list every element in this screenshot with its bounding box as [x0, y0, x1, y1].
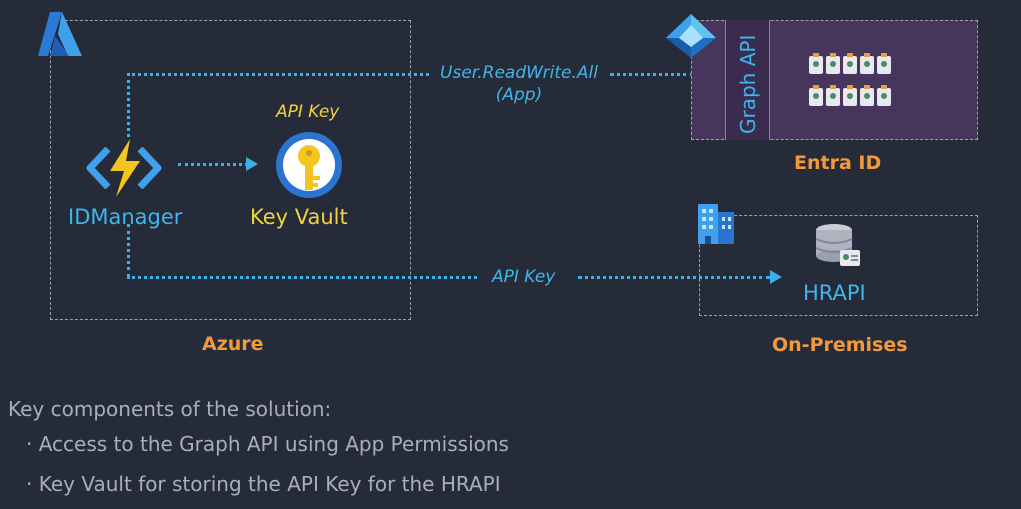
flow-hrapi-vertical: [127, 224, 130, 277]
key-vault-icon: [276, 132, 342, 198]
azure-logo-icon: [38, 12, 82, 56]
function-app-icon: [86, 139, 162, 197]
hrapi-label: HRAPI: [803, 281, 866, 305]
graph-permission-line2: (App): [495, 85, 543, 105]
hrapi-api-key-label: API Key: [492, 267, 556, 287]
keyvault-caption: API Key: [276, 102, 340, 122]
graph-api-panel: [725, 20, 770, 140]
graph-permission-label: User.ReadWrite.All (App): [436, 62, 602, 106]
arrow-head: [770, 270, 782, 284]
graph-api-label: Graph API: [736, 34, 760, 134]
building-icon: [698, 204, 734, 244]
notes-item-text: Key Vault for storing the API Key for th…: [38, 472, 501, 496]
flow-graph-horizontal-right: [610, 73, 694, 76]
notes-item: · Key Vault for storing the API Key for …: [26, 472, 501, 496]
user-cards-icon: [809, 53, 891, 106]
notes-heading: Key components of the solution:: [8, 397, 332, 421]
keyvault-label: Key Vault: [250, 205, 348, 229]
notes-item-text: Access to the Graph API using App Permis…: [38, 432, 509, 456]
entra-id-icon: [666, 14, 716, 58]
flow-hrapi-horizontal-right: [578, 276, 770, 279]
flow-hrapi-horizontal-left: [127, 276, 477, 279]
flow-idmanager-to-keyvault: [178, 163, 248, 166]
database-icon: [815, 224, 860, 266]
entra-label: Entra ID: [794, 152, 882, 174]
azure-label: Azure: [202, 333, 264, 355]
graph-permission-line1: User.ReadWrite.All: [440, 63, 598, 83]
azure-boundary: [50, 20, 411, 320]
arrow-head: [246, 157, 258, 171]
bullet-icon: ·: [26, 432, 39, 456]
flow-graph-horizontal-left: [127, 73, 429, 76]
onprem-label: On-Premises: [772, 334, 908, 356]
onprem-boundary: [699, 215, 978, 316]
bullet-icon: ·: [26, 472, 39, 496]
notes-item: · Access to the Graph API using App Perm…: [26, 432, 509, 456]
idmanager-label: IDManager: [68, 205, 183, 229]
flow-graph-vertical: [127, 73, 130, 137]
